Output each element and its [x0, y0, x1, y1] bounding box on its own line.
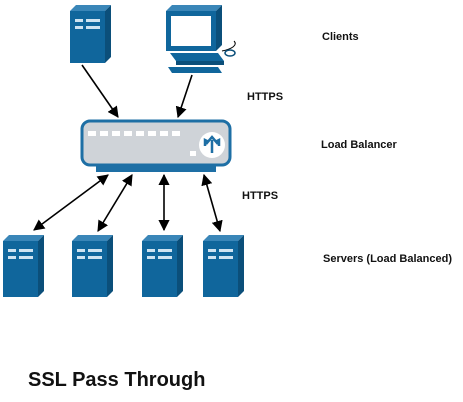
backend-server-icon	[203, 235, 244, 297]
clients-label: Clients	[322, 31, 359, 43]
load-balancer-label: Load Balancer	[321, 139, 397, 151]
arrow-workstation-to-lb	[175, 74, 193, 119]
https-label-top: HTTPS	[247, 91, 284, 103]
https-label-bottom: HTTPS	[242, 190, 279, 202]
client-server-icon	[70, 5, 111, 63]
load-balancer-icon	[80, 119, 232, 172]
arrow-lb-to-server-4	[201, 173, 223, 233]
backend-server-icon	[3, 235, 44, 297]
backend-server-icon	[72, 235, 113, 297]
client-workstation-icon	[166, 5, 236, 73]
arrow-lb-to-server-1	[33, 174, 109, 231]
connection-arrows	[33, 64, 223, 233]
backend-server-icon	[142, 235, 183, 297]
diagram-title: SSL Pass Through	[28, 369, 206, 391]
servers-label: Servers (Load Balanced)	[323, 253, 452, 265]
arrow-client-server-to-lb	[81, 64, 119, 118]
arrow-lb-to-server-2	[97, 174, 133, 232]
